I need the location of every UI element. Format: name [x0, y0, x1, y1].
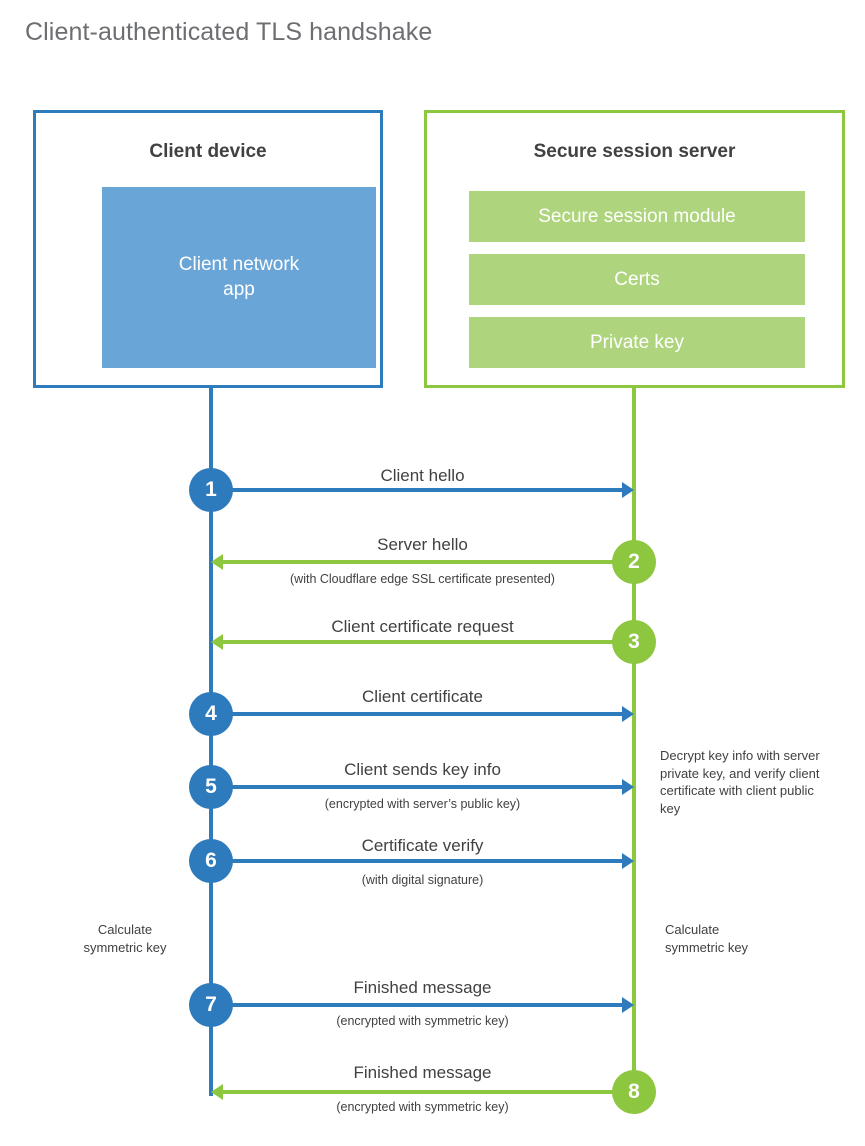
- step-2-label: Server hello: [377, 535, 468, 554]
- step-6-sublabel: (with digital signature): [361, 873, 484, 887]
- client-device-panel: Client device Client network app: [33, 110, 383, 388]
- server-bar-certs: Certs: [469, 254, 805, 305]
- step-5-arrow: [211, 779, 634, 795]
- step-8-label: Finished message: [353, 1063, 492, 1082]
- secure-session-server-title: Secure session server: [533, 141, 736, 162]
- client-calculate-symmetric-key-annotation: Calculate symmetric key: [60, 921, 190, 956]
- step-5-circle[interactable]: 5: [189, 765, 233, 809]
- secure-session-server-panel: Secure session server Secure session mod…: [424, 110, 845, 388]
- step-8-sublabel: (encrypted with symmetric key): [336, 1100, 509, 1114]
- step-8-circle[interactable]: 8: [612, 1070, 656, 1114]
- step-2-sublabel: (with Cloudflare edge SSL certificate pr…: [290, 572, 555, 586]
- server-bar-private-key: Private key: [469, 317, 805, 368]
- client-calc-line2: symmetric key: [83, 939, 167, 955]
- client-app-label-line1: Client network: [178, 253, 300, 275]
- server-calculate-symmetric-key-annotation: Calculate symmetric key: [665, 921, 815, 956]
- server-calc-line1: Calculate: [665, 922, 720, 937]
- step-4-circle[interactable]: 4: [189, 692, 233, 736]
- step-4-arrow: [211, 706, 634, 722]
- step-1-arrow: [211, 482, 634, 498]
- server-decrypt-annotation: Decrypt key info with server private key…: [660, 748, 820, 816]
- server-calc-line2: symmetric key: [665, 939, 749, 955]
- step-3-arrow: [211, 634, 634, 650]
- step-3-label: Client certificate request: [331, 617, 514, 636]
- step-2-circle[interactable]: 2: [612, 540, 656, 584]
- step-8-arrow: [211, 1084, 634, 1100]
- step-5-sublabel: (encrypted with server’s public key): [324, 797, 521, 811]
- step-6-label: Certificate verify: [361, 836, 484, 855]
- client-device-title: Client device: [149, 141, 267, 162]
- server-lifeline: [632, 388, 636, 1092]
- page-title: Client-authenticated TLS handshake: [25, 18, 433, 46]
- server-bar-secure-session-module: Secure session module: [469, 191, 805, 242]
- client-app-label-line2: app: [223, 278, 255, 300]
- step-1-circle[interactable]: 1: [189, 468, 233, 512]
- client-network-app-block: Client network app: [102, 187, 376, 368]
- client-lifeline: [209, 388, 213, 1096]
- step-2-arrow: [211, 554, 634, 570]
- step-6-circle[interactable]: 6: [189, 839, 233, 883]
- step-7-label: Finished message: [353, 978, 492, 997]
- client-calc-line1: Calculate: [97, 922, 153, 937]
- step-4-label: Client certificate: [362, 687, 483, 706]
- step-5-label: Client sends key info: [344, 760, 501, 779]
- step-1-label: Client hello: [380, 466, 465, 485]
- step-7-sublabel: (encrypted with symmetric key): [336, 1014, 509, 1028]
- step-3-circle[interactable]: 3: [612, 620, 656, 664]
- step-7-arrow: [211, 997, 634, 1013]
- step-7-circle[interactable]: 7: [189, 983, 233, 1027]
- step-6-arrow: [211, 853, 634, 869]
